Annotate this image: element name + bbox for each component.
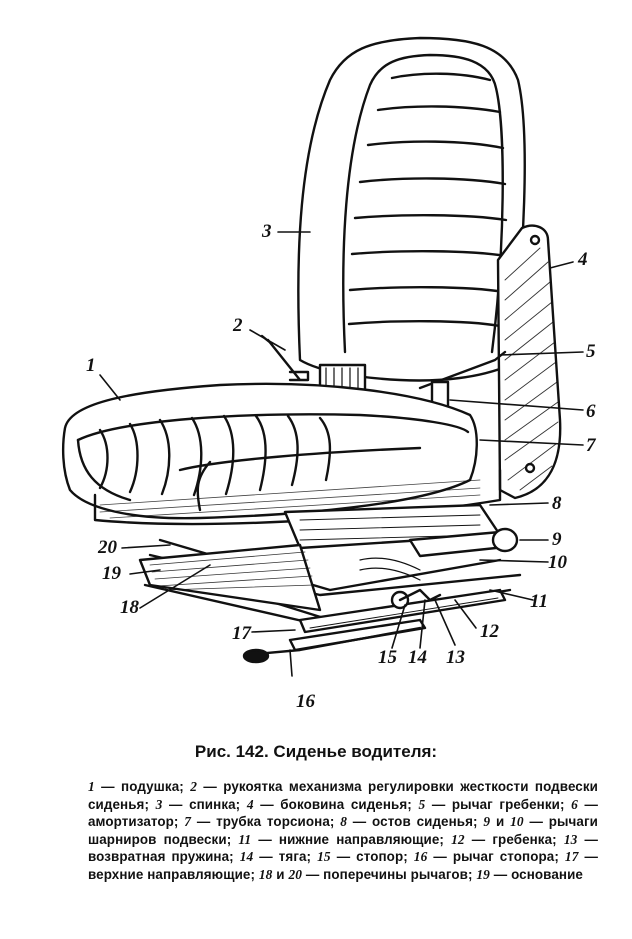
legend-text: — рычаги шарниров подвески; bbox=[88, 814, 598, 847]
callout-6: 6 bbox=[586, 401, 596, 422]
callout-14: 14 bbox=[408, 647, 427, 668]
legend-number: 17 bbox=[564, 849, 579, 865]
legend-item: 6 — амортизатор; bbox=[88, 797, 598, 830]
figure-number: Рис. 142. bbox=[194, 742, 269, 761]
callout-11: 11 bbox=[530, 591, 548, 612]
legend-text: — подушка; bbox=[94, 779, 191, 794]
legend-text: — спинка; bbox=[162, 796, 247, 812]
callout-7: 7 bbox=[586, 435, 596, 456]
legend-number: 18 bbox=[258, 866, 273, 882]
legend-text: — нижние направляющие; bbox=[251, 831, 452, 847]
legend-text: — верхние направляющие; bbox=[88, 849, 598, 882]
legend-item: 1 — подушка; bbox=[88, 779, 190, 794]
legend-text: — рычаг стопора; bbox=[427, 849, 565, 865]
legend-text: — гребенка; bbox=[464, 831, 564, 847]
legend-item: 16 — рычаг стопора; bbox=[414, 849, 565, 864]
legend-text: — возвратная пружина; bbox=[88, 831, 599, 865]
legend-text: — стопор; bbox=[330, 849, 414, 865]
legend-text: — основание bbox=[489, 866, 583, 882]
seat-drawing bbox=[61, 36, 584, 677]
figure-title: Сиденье водителя: bbox=[273, 742, 438, 761]
figure-caption: Рис. 142. Сиденье водителя: bbox=[0, 742, 632, 762]
callout-18: 18 bbox=[120, 597, 139, 618]
cushion-outline bbox=[61, 382, 478, 520]
callout-15: 15 bbox=[378, 647, 397, 668]
figure-legend: 1 — подушка; 2 — рукоятка механизма регу… bbox=[88, 778, 598, 884]
legend-item: 12 — гребенка; bbox=[451, 832, 564, 847]
callout-8: 8 bbox=[552, 493, 562, 514]
seat-illustration: 1 2 3 4 5 6 7 8 9 10 11 12 13 14 15 16 1… bbox=[61, 36, 596, 712]
legend-text: и bbox=[272, 866, 289, 882]
legend-item: 4 — боковина сиденья; bbox=[247, 797, 419, 812]
callout-16: 16 bbox=[296, 691, 315, 712]
legend-number: 3 bbox=[155, 796, 163, 812]
legend-text: — амортизатор; bbox=[88, 796, 598, 830]
legend-text: — трубка торсиона; bbox=[191, 814, 341, 830]
callout-20: 20 bbox=[98, 537, 117, 558]
legend-text: и bbox=[490, 814, 511, 830]
legend-number: 12 bbox=[451, 831, 465, 847]
legend-number: 7 bbox=[184, 814, 192, 830]
callout-1: 1 bbox=[86, 355, 96, 376]
callout-2: 2 bbox=[233, 315, 243, 336]
legend-number: 9 bbox=[483, 814, 491, 830]
legend-text: — рукоятка механизма регулировки жесткос… bbox=[88, 779, 598, 812]
legend-number: 2 bbox=[190, 779, 197, 794]
callout-13: 13 bbox=[446, 647, 465, 668]
legend-item: 3 — спинка; bbox=[156, 797, 247, 812]
legend-number: 8 bbox=[340, 814, 347, 830]
callout-5: 5 bbox=[586, 341, 596, 362]
legend-item: 13 — возвратная пружина; bbox=[88, 832, 598, 865]
legend-item: 17 — верхние направляющие; bbox=[88, 849, 598, 882]
legend-number: 14 bbox=[239, 849, 254, 865]
backrest-inner bbox=[342, 53, 504, 354]
legend-item: 14 — тяга; bbox=[240, 849, 317, 864]
legend-item: 19 — основание bbox=[476, 867, 583, 882]
backrest-outline bbox=[297, 36, 526, 382]
legend-number: 11 bbox=[238, 831, 252, 847]
legend-number: 4 bbox=[246, 796, 254, 812]
legend-number: 1 bbox=[88, 779, 95, 794]
legend-text: — поперечины рычагов; bbox=[302, 866, 477, 882]
callout-3: 3 bbox=[262, 221, 272, 242]
legend-text: — рычаг гребенки; bbox=[425, 796, 572, 812]
legend-item: 7 — трубка торсиона; bbox=[184, 814, 340, 829]
legend-item: 5 — рычаг гребенки; bbox=[418, 797, 571, 812]
legend-number: 13 bbox=[563, 831, 578, 847]
legend-text: — остов сиденья; bbox=[347, 814, 484, 830]
legend-text: — боковина сиденья; bbox=[253, 796, 419, 812]
legend-item: 15 — стопор; bbox=[317, 849, 414, 864]
legend-text: — тяга; bbox=[253, 849, 318, 865]
legend-number: 10 bbox=[510, 814, 524, 830]
callout-10: 10 bbox=[548, 552, 567, 573]
legend-number: 5 bbox=[418, 796, 426, 812]
legend-number: 20 bbox=[288, 866, 303, 882]
callout-19: 19 bbox=[102, 563, 121, 584]
legend-number: 6 bbox=[571, 796, 578, 812]
legend-number: 16 bbox=[413, 849, 428, 865]
legend-number: 19 bbox=[476, 866, 490, 882]
callout-17: 17 bbox=[232, 623, 251, 644]
callout-4: 4 bbox=[578, 249, 588, 270]
callout-12: 12 bbox=[480, 621, 499, 642]
legend-item: 8 — остов сиденья; bbox=[340, 814, 483, 829]
legend-item: 11 — нижние направляющие; bbox=[238, 832, 451, 847]
legend-item: 10 — рычаги шарниров подвески; bbox=[88, 814, 598, 847]
legend-item: 20 — поперечины рычагов; bbox=[288, 867, 476, 882]
legend-item: 18 и bbox=[259, 867, 289, 882]
legend-number: 15 bbox=[317, 849, 331, 865]
legend-item: 9 и bbox=[483, 814, 510, 829]
legend-item: 2 — рукоятка механизма регулировки жестк… bbox=[88, 779, 598, 812]
base-plate bbox=[138, 543, 322, 612]
callout-9: 9 bbox=[552, 529, 562, 550]
